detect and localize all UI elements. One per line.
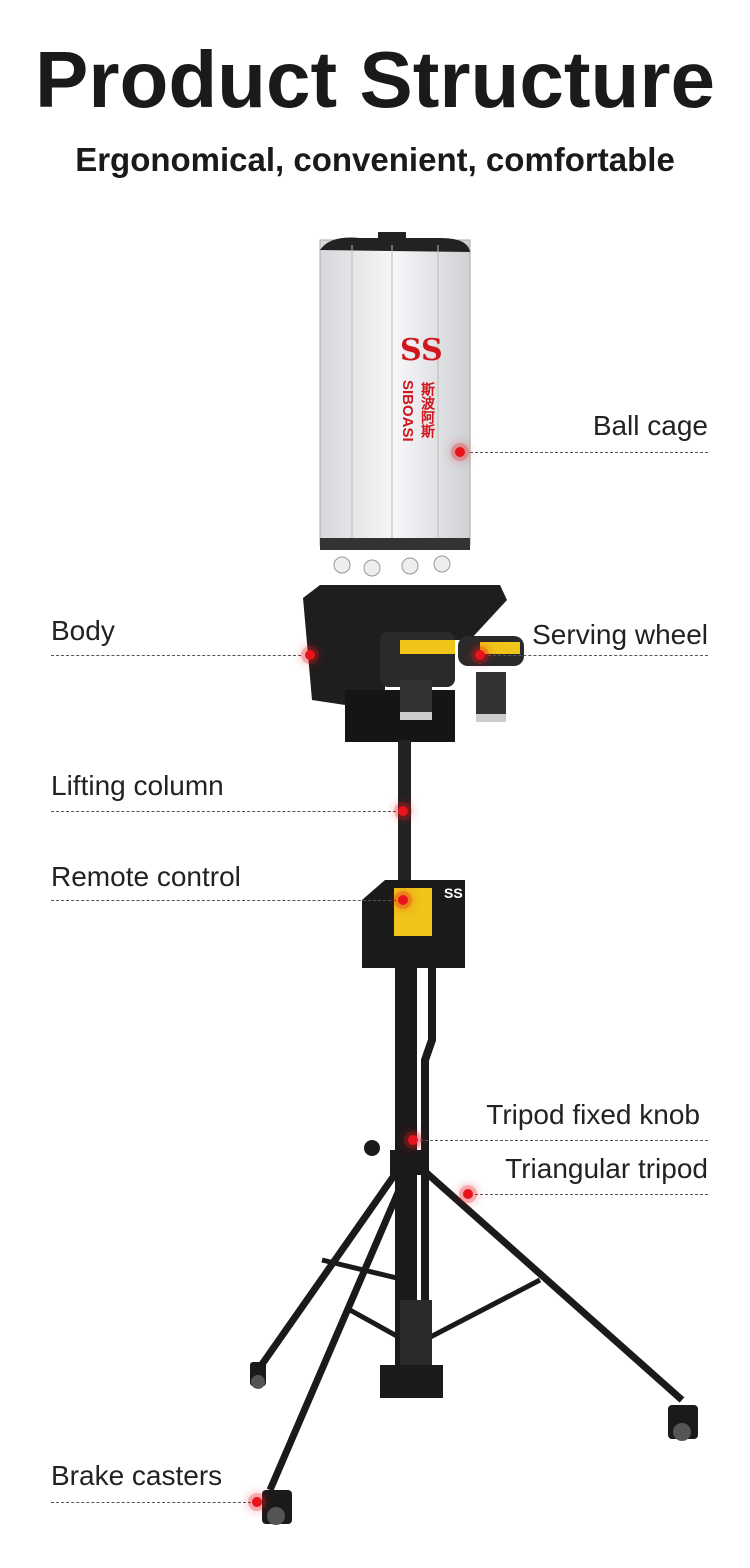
label-lifting-column: Lifting column: [51, 770, 224, 801]
casters: [250, 1362, 698, 1525]
marker-brake-casters[interactable]: [252, 1497, 262, 1507]
label-serving-wheel: Serving wheel: [532, 619, 708, 650]
control-box-logo: SS: [444, 885, 463, 901]
label-body: Body: [51, 615, 115, 646]
leader-line-body: [51, 655, 301, 656]
page-subtitle: Ergonomical, convenient, comfortable: [75, 141, 675, 178]
marker-serving-wheel[interactable]: [475, 650, 485, 660]
leader-line-remote-control: [51, 900, 396, 901]
leader-line-ball-cage: [470, 452, 708, 453]
marker-remote-control[interactable]: [398, 895, 408, 905]
leader-line-triangular-tripod: [475, 1194, 708, 1195]
brand-name: SIBOASI: [399, 380, 416, 442]
marker-ball-cage[interactable]: [455, 447, 465, 457]
leader-line-brake-casters: [51, 1502, 251, 1503]
machine-body: [303, 585, 524, 742]
tripod: [255, 965, 685, 1492]
marker-triangular-tripod[interactable]: [463, 1189, 473, 1199]
ball-cage: [319, 232, 471, 577]
brand-logo: SS: [400, 333, 443, 368]
marker-lifting-column[interactable]: [398, 806, 408, 816]
control-box: [362, 880, 465, 968]
label-tripod-fixed-knob: Tripod fixed knob: [486, 1099, 700, 1130]
leader-line-tripod-fixed-knob: [420, 1140, 708, 1141]
label-ball-cage: Ball cage: [592, 410, 708, 441]
leader-line-serving-wheel: [488, 655, 708, 656]
marker-body[interactable]: [305, 650, 315, 660]
brand-chinese-name: 斯波阿斯: [419, 382, 435, 438]
page-title: Product Structure: [34, 35, 716, 124]
label-brake-casters: Brake casters: [51, 1460, 223, 1491]
leader-line-lifting-column: [51, 811, 396, 812]
marker-tripod-fixed-knob[interactable]: [408, 1135, 418, 1145]
label-triangular-tripod: Triangular tripod: [505, 1153, 708, 1184]
label-remote-control: Remote control: [51, 861, 241, 892]
